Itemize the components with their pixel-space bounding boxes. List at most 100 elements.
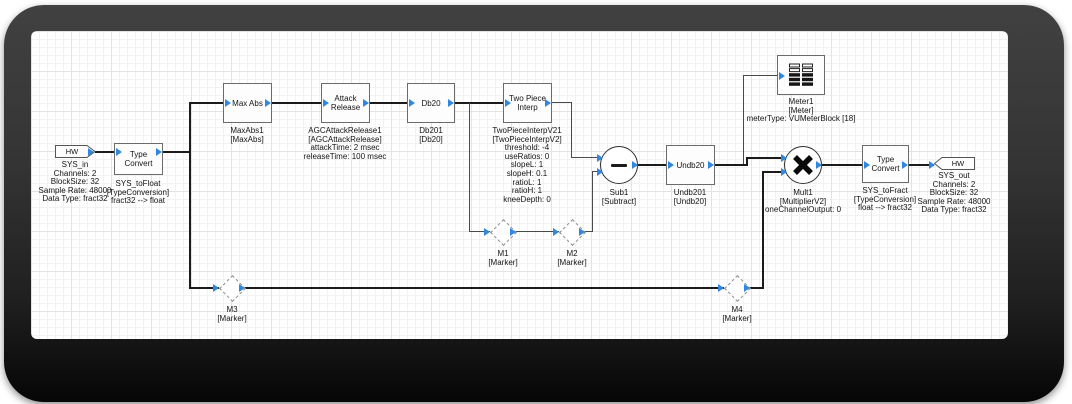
output-port[interactable] bbox=[579, 228, 585, 236]
wire bbox=[715, 164, 748, 166]
input-port[interactable] bbox=[781, 168, 787, 176]
output-port[interactable] bbox=[708, 161, 714, 169]
input-port[interactable] bbox=[779, 72, 785, 80]
input-port[interactable] bbox=[409, 99, 415, 107]
input-port[interactable] bbox=[781, 154, 787, 162]
block-attack-release[interactable]: Attack Release bbox=[321, 83, 370, 123]
block-caption: Db201[Db20] bbox=[419, 126, 443, 144]
wire-control bbox=[552, 102, 572, 103]
input-port[interactable] bbox=[597, 168, 603, 176]
output-port[interactable] bbox=[632, 161, 638, 169]
block-caption: Meter1[Meter] meterType: VUMeterBlock [1… bbox=[746, 97, 856, 124]
input-port[interactable] bbox=[864, 161, 870, 169]
wire bbox=[95, 151, 114, 153]
block-sys-out[interactable]: HW bbox=[934, 157, 975, 170]
wire-control bbox=[571, 102, 572, 158]
input-port[interactable] bbox=[116, 148, 122, 156]
input-port[interactable] bbox=[505, 99, 511, 107]
wire-junction bbox=[189, 102, 191, 289]
wire bbox=[746, 157, 784, 159]
wire-control bbox=[585, 231, 593, 232]
output-port[interactable] bbox=[744, 284, 750, 292]
hw-tag-label: HW bbox=[951, 159, 965, 168]
block-caption: AGCAttackRelease1[AGCAttackRelease] atta… bbox=[303, 126, 387, 161]
hw-tag-label: HW bbox=[65, 147, 79, 156]
wire-bypass bbox=[189, 287, 219, 289]
output-port[interactable] bbox=[545, 99, 551, 107]
wire-bypass bbox=[750, 287, 764, 289]
output-port[interactable] bbox=[265, 99, 271, 107]
wire bbox=[272, 102, 321, 104]
block-type-convert-in[interactable]: Type Convert bbox=[114, 143, 163, 175]
output-port[interactable] bbox=[239, 284, 245, 292]
input-port[interactable] bbox=[553, 228, 559, 236]
block-multiply[interactable] bbox=[784, 146, 822, 184]
vu-meter-icon bbox=[789, 63, 813, 86]
input-port[interactable] bbox=[718, 284, 724, 292]
block-caption: M3[Marker] bbox=[217, 305, 247, 323]
block-caption: MaxAbs1[MaxAbs] bbox=[230, 126, 264, 144]
block-type-convert-out[interactable]: Type Convert bbox=[862, 145, 909, 183]
wire bbox=[369, 102, 407, 104]
block-caption: M2[Marker] bbox=[557, 249, 587, 267]
hw-tag-shape bbox=[934, 157, 975, 170]
input-port[interactable] bbox=[213, 284, 219, 292]
subtract-icon bbox=[611, 163, 627, 167]
block-meter[interactable] bbox=[777, 55, 825, 95]
input-port[interactable] bbox=[225, 99, 231, 107]
block-caption: SYS_toFract[TypeConversion] float --> fr… bbox=[853, 186, 917, 213]
wire bbox=[822, 164, 862, 166]
output-port[interactable] bbox=[88, 148, 94, 156]
block-title: Max Abs bbox=[232, 98, 263, 108]
wire bbox=[908, 164, 934, 166]
output-port[interactable] bbox=[510, 228, 516, 236]
wire bbox=[163, 151, 190, 153]
input-port[interactable] bbox=[668, 161, 674, 169]
output-port[interactable] bbox=[363, 99, 369, 107]
wire-control bbox=[743, 75, 744, 164]
block-db20[interactable]: Db20 bbox=[407, 83, 455, 123]
wire-bypass bbox=[245, 287, 724, 289]
block-title: Undb20 bbox=[676, 160, 705, 170]
wire-control bbox=[469, 103, 470, 232]
wire bbox=[638, 164, 666, 166]
block-title: Attack bbox=[334, 94, 357, 103]
wire-control bbox=[469, 231, 490, 232]
output-port[interactable] bbox=[902, 161, 908, 169]
block-max-abs[interactable]: Max Abs bbox=[223, 83, 272, 123]
multiply-icon bbox=[793, 155, 813, 175]
wire-control bbox=[592, 171, 600, 172]
block-undb20[interactable]: Undb20 bbox=[666, 145, 715, 185]
block-two-piece-interp[interactable]: Two Piece Interp bbox=[503, 83, 552, 123]
input-port[interactable] bbox=[323, 99, 329, 107]
block-caption: M1[Marker] bbox=[488, 249, 518, 267]
wire-control bbox=[516, 231, 559, 232]
input-port[interactable] bbox=[484, 228, 490, 236]
block-title: Release bbox=[330, 103, 361, 112]
block-caption: SYS_toFloat[TypeConversion] fract32 --> … bbox=[106, 179, 170, 206]
output-port[interactable] bbox=[816, 161, 822, 169]
block-title: Type bbox=[129, 150, 148, 159]
wire bbox=[455, 102, 503, 104]
output-port[interactable] bbox=[448, 99, 454, 107]
block-title: Convert bbox=[124, 159, 153, 168]
wire-control bbox=[592, 171, 593, 232]
input-port[interactable] bbox=[929, 161, 935, 169]
block-title: Interp bbox=[517, 103, 538, 112]
block-caption: Sub1[Subtract] bbox=[601, 188, 637, 206]
wire bbox=[746, 158, 748, 166]
block-caption: Mult1[MultiplierV2] oneChannelOutput: 0 bbox=[764, 188, 842, 215]
wire bbox=[189, 102, 223, 104]
block-title: Two Piece bbox=[509, 94, 546, 103]
wire-bypass bbox=[762, 171, 764, 289]
output-port[interactable] bbox=[156, 148, 162, 156]
block-title: Db20 bbox=[421, 98, 441, 108]
block-caption: Undb201[Undb20] bbox=[673, 188, 707, 206]
block-caption: M4[Marker] bbox=[722, 305, 752, 323]
block-title: Type bbox=[876, 155, 895, 164]
input-port[interactable] bbox=[597, 154, 603, 162]
